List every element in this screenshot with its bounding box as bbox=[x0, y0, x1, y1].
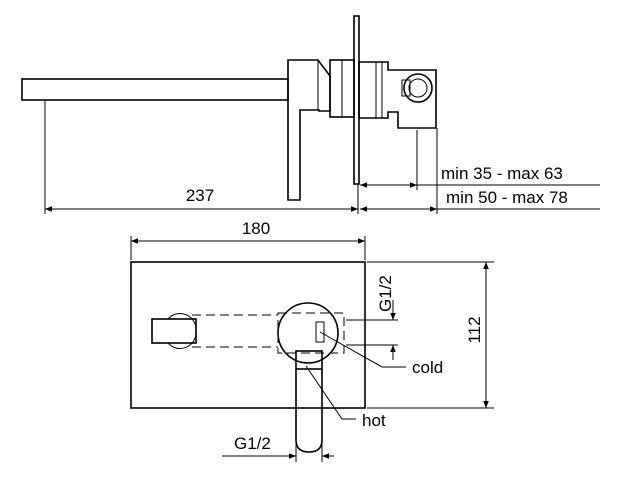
leader-cold bbox=[319, 331, 406, 368]
front-plate bbox=[130, 261, 366, 409]
dim-g12-top: G1/2 bbox=[376, 275, 395, 312]
inlet-pipe-outer bbox=[403, 73, 433, 103]
dim-180: 180 bbox=[242, 219, 270, 238]
side-view: 237 min 35 - max 63 min 50 - max 78 bbox=[21, 15, 600, 214]
handle-disc bbox=[277, 302, 339, 364]
dim-237: 237 bbox=[186, 186, 214, 205]
mixer-body-outline bbox=[287, 59, 331, 201]
lever-collar bbox=[295, 350, 323, 370]
dim-min50-max78: min 50 - max 78 bbox=[446, 188, 568, 207]
dim-112: 112 bbox=[465, 316, 484, 343]
inlet-pipe-inner bbox=[408, 78, 428, 98]
in-wall-box bbox=[358, 61, 437, 129]
cold-inlet bbox=[315, 321, 325, 343]
dim-g12-bottom: G1/2 bbox=[234, 434, 271, 453]
label-cold: cold bbox=[412, 358, 443, 377]
lever-handle bbox=[295, 369, 323, 453]
spout-outline bbox=[21, 78, 289, 101]
leader-hot bbox=[305, 365, 356, 420]
dim-min35-max63: min 35 - max 63 bbox=[441, 164, 563, 183]
front-view: 180 112 G1/2 G1/2 bbox=[130, 219, 494, 462]
label-hot: hot bbox=[362, 411, 386, 430]
spout-end bbox=[151, 318, 197, 344]
